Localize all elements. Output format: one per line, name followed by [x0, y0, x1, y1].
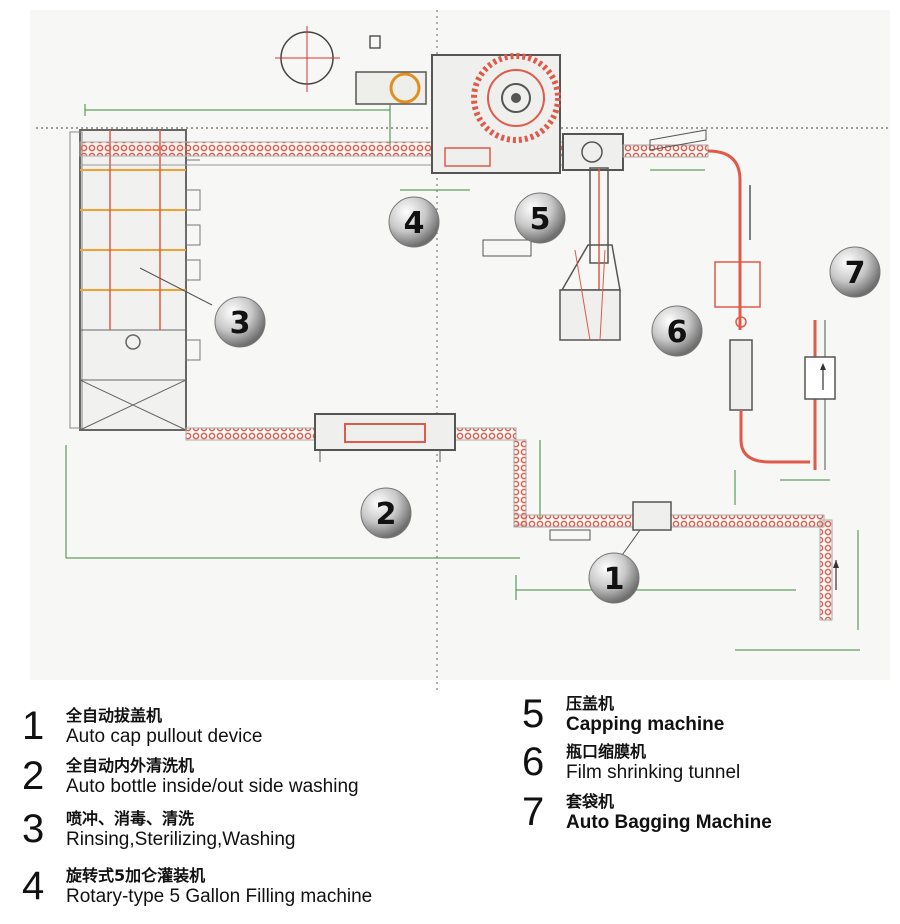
legend-english-label: Capping machine	[566, 714, 725, 735]
legend-chinese-label: 全自动拔盖机	[66, 706, 163, 725]
cap-pullout-device	[619, 501, 672, 559]
svg-text:3: 3	[230, 306, 251, 341]
outfeed-guide	[649, 129, 707, 151]
legend-number: 7	[522, 790, 545, 834]
rinsing-tower	[69, 129, 213, 431]
legend-number: 6	[522, 740, 545, 784]
station-badge-3: 3	[214, 296, 266, 348]
svg-text:4: 4	[404, 206, 425, 241]
bottle-washer	[314, 413, 456, 462]
station-badge-4: 4	[388, 196, 440, 248]
legend-item-5: 5 压盖机 Capping machine	[522, 694, 724, 736]
descending-conveyor	[707, 149, 742, 330]
legend-english-label: Auto Bagging Machine	[566, 812, 772, 833]
legend-number: 3	[22, 807, 45, 851]
legend-english-label: Rotary-type 5 Gallon Filling machine	[66, 886, 373, 907]
legend-number: 1	[22, 704, 45, 748]
legend-english-label: Auto cap pullout device	[66, 726, 263, 747]
station-badge-1: 1	[588, 552, 640, 604]
legend-chinese-label: 瓶口缩膜机	[566, 742, 647, 761]
legend-english-label: Auto bottle inside/out side washing	[66, 776, 359, 797]
bagging-machine	[804, 320, 836, 470]
dimension-lines	[65, 104, 860, 651]
station-badge-7: 7	[829, 246, 881, 298]
legend-chinese-label: 全自动内外清洗机	[66, 756, 195, 775]
legend-english-label: Film shrinking tunnel	[566, 762, 741, 783]
station-badge-5: 5	[514, 192, 566, 244]
legend-item-7: 7 套袋机 Auto Bagging Machine	[522, 792, 772, 834]
legend-item-2: 2 全自动内外清洗机 Auto bottle inside/out side w…	[22, 756, 359, 798]
small-square-marker	[369, 35, 381, 49]
legend-item-4: 4 旋转式5加仑灌装机 Rotary-type 5 Gallon Filling…	[22, 866, 372, 908]
direction-arrowhead	[833, 560, 839, 568]
svg-text:7: 7	[845, 256, 866, 291]
film-shrink-tunnel	[714, 261, 810, 464]
legend-number: 5	[522, 692, 545, 736]
legend-chinese-label: 喷冲、消毒、清洗	[66, 809, 195, 828]
legend-chinese-label: 旋转式5加仑灌装机	[66, 866, 206, 885]
bagging-infeed-conveyor	[819, 519, 833, 621]
cap-bin	[549, 529, 591, 541]
legend-number: 4	[22, 864, 45, 908]
legend-item-1: 1 全自动拔盖机 Auto cap pullout device	[22, 706, 262, 748]
svg-text:5: 5	[530, 202, 551, 237]
svg-text:1: 1	[604, 562, 625, 597]
station-badge-6: 6	[651, 305, 703, 357]
svg-text:6: 6	[667, 315, 688, 350]
legend-item-6: 6 瓶口缩膜机 Film shrinking tunnel	[522, 742, 740, 784]
capping-machine	[482, 133, 624, 341]
legend-english-label: Rinsing,Sterilizing,Washing	[66, 829, 296, 850]
svg-text:2: 2	[376, 497, 397, 532]
production-line-diagram: 4 5 3 6 7 2 1	[36, 10, 890, 690]
station-badge-2: 2	[360, 487, 412, 539]
rotary-filler	[355, 53, 561, 174]
legend-number: 2	[22, 754, 45, 798]
legend-chinese-label: 压盖机	[566, 694, 615, 713]
legend-chinese-label: 套袋机	[566, 792, 615, 811]
legend-item-3: 3 喷冲、消毒、清洗 Rinsing,Sterilizing,Washing	[22, 809, 296, 851]
drop-conveyor	[513, 439, 527, 526]
